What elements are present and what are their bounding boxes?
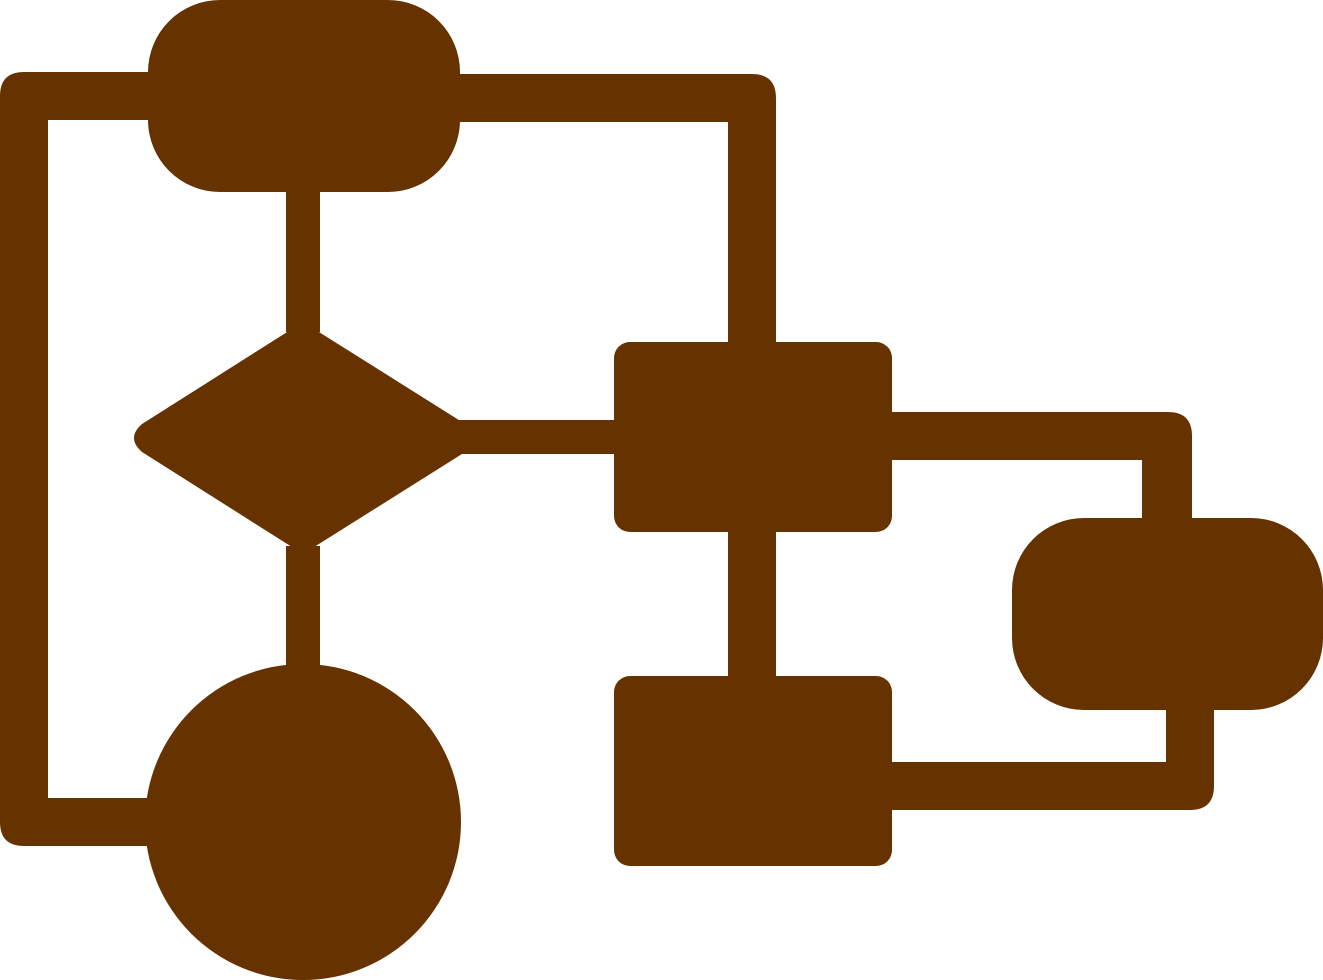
connector-process-to-process bbox=[728, 528, 776, 678]
connector-terminator-to-process bbox=[888, 708, 1214, 810]
process-box-upper-shape bbox=[614, 342, 892, 532]
connector-top-to-decision bbox=[286, 190, 320, 332]
connector-left-loop bbox=[0, 72, 148, 846]
terminator-top-shape bbox=[148, 0, 460, 192]
decision-diamond-shape bbox=[134, 322, 462, 554]
connector-decision-to-process bbox=[456, 420, 618, 454]
connector-circle-shape bbox=[145, 664, 461, 980]
connector-top-right bbox=[460, 74, 776, 344]
terminator-right-shape bbox=[1012, 518, 1323, 710]
connector-decision-to-circle bbox=[286, 546, 320, 666]
process-box-lower-shape bbox=[614, 676, 892, 866]
connector-process-to-terminator bbox=[888, 412, 1192, 520]
